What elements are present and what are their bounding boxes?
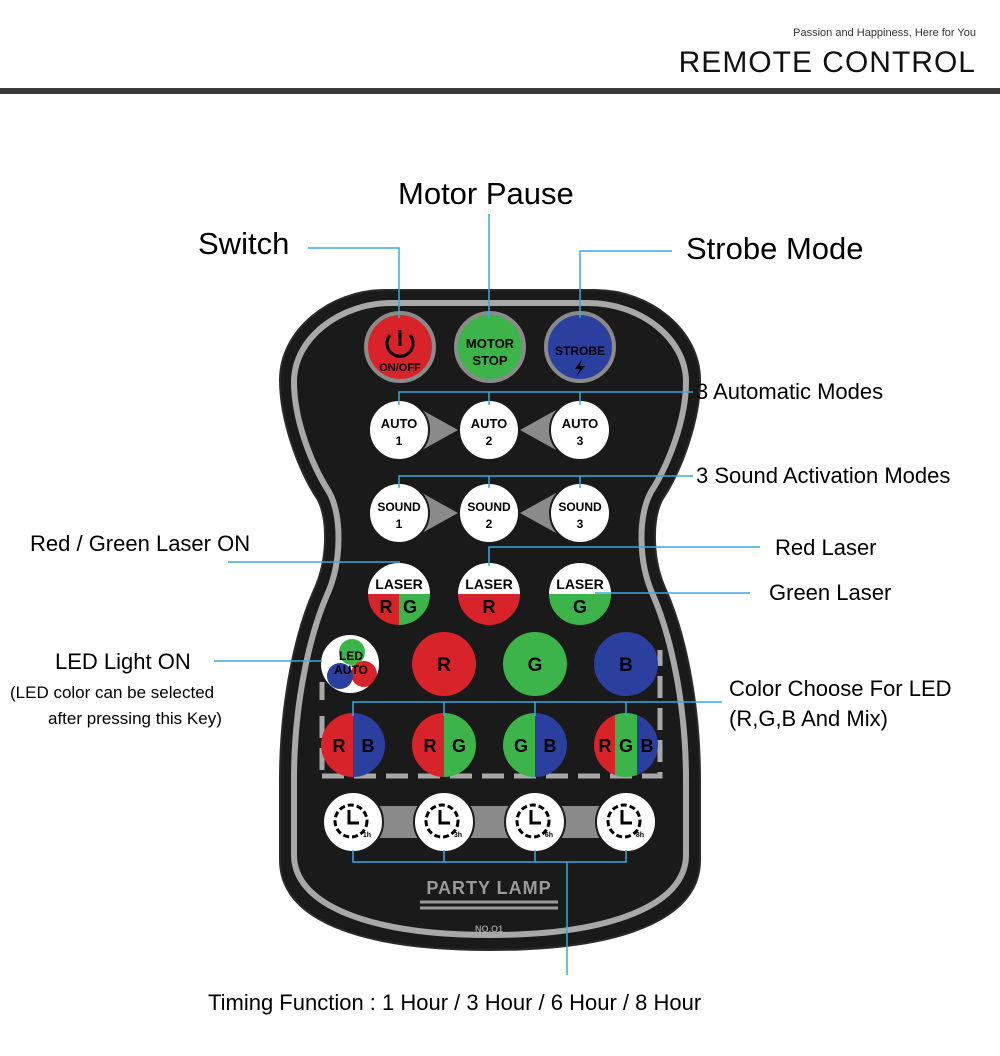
sound-1-button[interactable]: SOUND 1 [368,482,430,544]
callout-red-laser: Red Laser [775,535,877,560]
auto-1-label: AUTO [381,416,418,431]
callout-lines [214,214,760,975]
sound-3-number: 3 [577,517,584,531]
mix-gb-b: B [544,736,557,756]
sound-1-number: 1 [396,517,403,531]
clock-icon [515,803,551,839]
timer-8h-button[interactable]: 8h [595,791,657,853]
mix-rgb-button[interactable]: R G B [593,712,659,778]
lightning-icon [575,359,585,377]
auto-connectors [422,410,556,450]
power-label: ON/OFF [379,362,421,374]
callout-auto-modes: 3 Automatic Modes [696,379,884,404]
auto-1-button[interactable]: AUTO 1 [368,399,430,461]
sound-3-button[interactable]: SOUND 3 [549,482,611,544]
power-icon [385,334,415,358]
timer-3h-label: 3h [454,832,462,839]
led-red-button[interactable]: R [412,632,476,696]
mix-rg-g: G [452,736,466,756]
clock-icon [333,803,369,839]
laser-green-label: LASER [556,576,603,592]
callout-color-choose-2: (R,G,B And Mix) [729,706,888,731]
callout-led-note-2: after pressing this Key) [48,709,222,728]
motor-label-1: MOTOR [466,336,515,351]
power-button[interactable]: ON/OFF [364,311,436,383]
callout-timing: Timing Function : 1 Hour / 3 Hour / 6 Ho… [208,990,702,1015]
auto-2-label: AUTO [471,416,508,431]
sound-2-label: SOUND [467,500,511,514]
color-region-outline [319,650,663,779]
sound-3-label: SOUND [558,500,602,514]
auto-3-number: 3 [577,434,584,448]
header-divider [0,88,1000,94]
model-label: NO.Q1 [475,924,503,934]
callout-rg-laser: Red / Green Laser ON [30,531,251,556]
laser-rg-g: G [403,597,417,617]
mix-rb-r: R [333,736,346,756]
led-auto-label: AUTO [334,663,368,677]
led-blue-label: B [619,655,633,676]
mix-rgb-b: B [641,736,654,756]
mix-rg-r: R [424,736,437,756]
timer-8h-label: 8h [636,832,644,839]
auto-3-label: AUTO [562,416,599,431]
mix-rb-b: B [362,736,375,756]
led-green-button[interactable]: G [503,632,567,696]
timer-3h-button[interactable]: 3h [413,791,475,853]
timer-1h-label: 1h [363,832,371,839]
remote-rim [290,300,690,939]
mix-rgb-g: G [619,736,633,756]
sound-2-number: 2 [486,517,493,531]
led-green-label: G [528,655,543,676]
timer-6h-button[interactable]: 6h [504,791,566,853]
auto-2-button[interactable]: AUTO 2 [458,399,520,461]
laser-rg-label: LASER [375,576,422,592]
mix-rgb-r: R [599,736,612,756]
timer-bar [360,806,630,838]
callout-motor-pause: Motor Pause [398,176,574,211]
led-label: LED [339,649,363,663]
clock-icon [606,803,642,839]
timer-1h-button[interactable]: 1h [322,791,384,853]
motor-stop-button[interactable]: MOTOR STOP [454,311,526,383]
auto-2-number: 2 [486,434,493,448]
laser-green-g: G [573,597,587,617]
brand-label: PARTY LAMP [426,878,551,898]
mix-gb-g: G [514,736,528,756]
laser-red-label: LASER [465,576,512,592]
header-tagline: Passion and Happiness, Here for You [793,27,976,39]
laser-red-r: R [483,597,496,617]
led-blue-button[interactable]: B [594,632,658,696]
strobe-button[interactable]: STROBE [544,311,616,383]
auto-1-number: 1 [396,434,403,448]
callout-led-on: LED Light ON [55,649,191,674]
callout-switch: Switch [198,226,290,261]
strobe-label: STROBE [555,344,605,358]
motor-label-2: STOP [472,353,507,368]
callout-strobe-mode: Strobe Mode [686,231,864,266]
sound-connectors [422,493,556,533]
auto-3-button[interactable]: AUTO 3 [549,399,611,461]
led-red-label: R [437,655,451,676]
callout-led-note-1: (LED color can be selected [10,683,215,702]
callout-green-laser: Green Laser [769,580,892,605]
page-title: REMOTE CONTROL [678,46,976,79]
laser-rg-r: R [380,597,393,617]
callout-sound-modes: 3 Sound Activation Modes [696,463,951,488]
clock-icon [424,803,460,839]
callout-color-choose-1: Color Choose For LED [729,676,952,701]
timer-6h-label: 6h [545,832,553,839]
sound-1-label: SOUND [377,500,421,514]
led-auto-button[interactable]: LED AUTO [319,633,381,695]
sound-2-button[interactable]: SOUND 2 [458,482,520,544]
